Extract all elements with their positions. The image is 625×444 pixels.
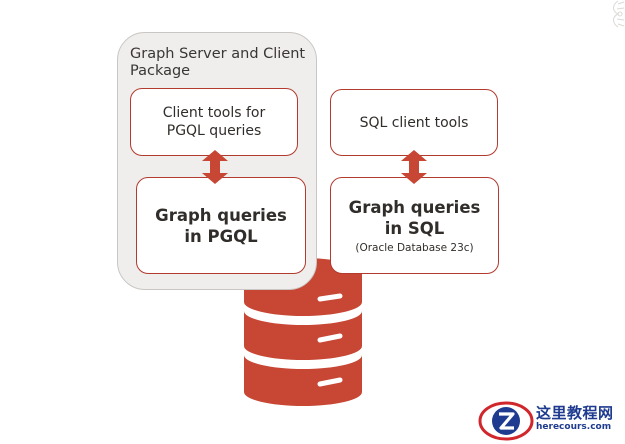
watermark-en: herecours.com bbox=[536, 422, 612, 432]
graph-queries-pgql-label: Graph queries in PGQL bbox=[155, 205, 287, 246]
double-arrow-icon bbox=[401, 150, 427, 184]
group-title: Graph Server and Client Package bbox=[130, 46, 306, 79]
sql-client-tools-label: SQL client tools bbox=[359, 114, 469, 131]
graph-queries-sql-box: Graph queries in SQL (Oracle Database 23… bbox=[330, 177, 499, 274]
z-logo-icon bbox=[478, 401, 534, 441]
double-arrow-icon bbox=[202, 150, 228, 184]
leaf-decor-icon bbox=[613, 0, 625, 28]
oracle-database-note: (Oracle Database 23c) bbox=[355, 241, 474, 254]
client-tools-pgql-label: Client tools for PGQL queries bbox=[162, 105, 266, 139]
watermark-cn: 这里教程网 bbox=[536, 404, 614, 422]
graph-queries-sql-label: Graph queries in SQL bbox=[348, 197, 481, 238]
sql-client-tools-box: SQL client tools bbox=[330, 89, 498, 156]
watermark-text: 这里教程网 herecours.com bbox=[536, 404, 622, 433]
client-tools-pgql-box: Client tools for PGQL queries bbox=[130, 88, 298, 156]
graph-queries-pgql-box: Graph queries in PGQL bbox=[136, 177, 306, 274]
